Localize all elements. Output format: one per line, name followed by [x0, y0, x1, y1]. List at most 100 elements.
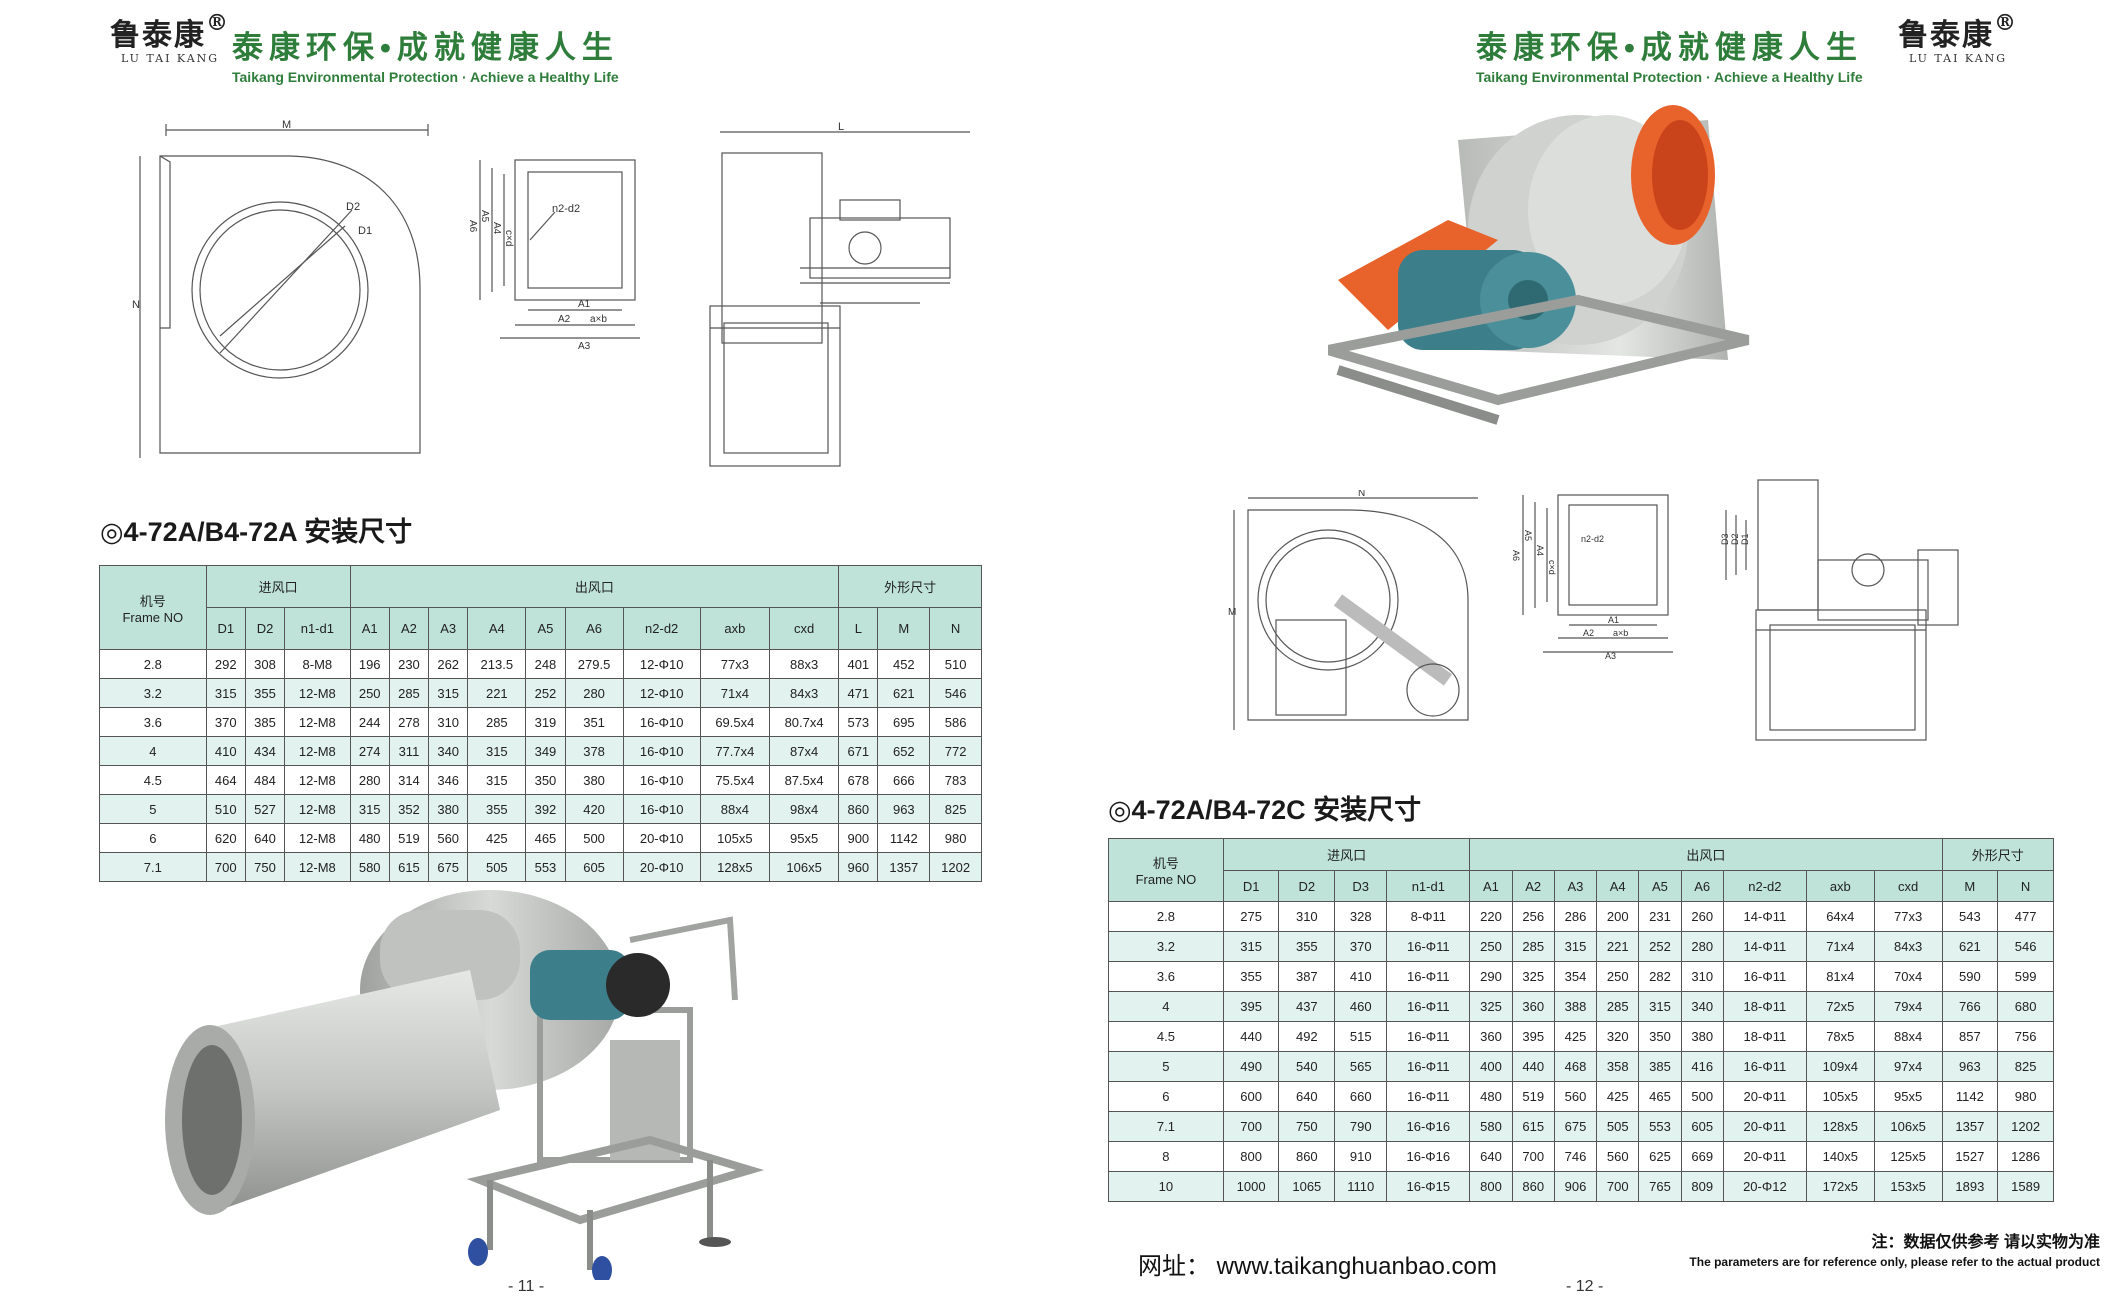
- table-cell: 471: [838, 678, 879, 708]
- table-cell: 75.5x4: [699, 765, 770, 795]
- table-cell: 388: [1553, 991, 1598, 1022]
- table-cell: 410: [1334, 961, 1388, 992]
- table-cell: 1589: [1997, 1171, 2054, 1202]
- table-cell: 20-Φ12: [1722, 1171, 1807, 1202]
- table-cell: 105x5: [699, 823, 770, 853]
- table-cell: 906: [1553, 1171, 1598, 1202]
- table-cell: 790: [1334, 1111, 1388, 1142]
- table-cell: 346: [428, 765, 469, 795]
- table-cell: 310: [1278, 901, 1336, 932]
- table-cell: 16-Φ11: [1722, 961, 1807, 992]
- table-cell: 1000: [1222, 1171, 1280, 1202]
- logo-text-right: 鲁泰康: [1898, 18, 1994, 53]
- table-cell: 700: [1596, 1171, 1640, 1202]
- table-cell: 963: [1941, 1051, 1999, 1082]
- table-cell: 354: [1553, 961, 1598, 992]
- table-cell: 440: [1511, 1051, 1555, 1082]
- column-header: D3: [1334, 870, 1388, 902]
- table-cell: 360: [1469, 1021, 1513, 1052]
- table-cell: 546: [929, 678, 982, 708]
- table-cell: 16-Φ11: [1386, 1021, 1471, 1052]
- table-cell: 315: [467, 765, 527, 795]
- table-cell: 900: [838, 823, 879, 853]
- brand-logo-right: 鲁泰康® LU TAI KANG: [1898, 10, 2018, 65]
- table-cell: 16-Φ15: [1386, 1171, 1471, 1202]
- table-cell: 505: [467, 852, 527, 882]
- table-cell: 857: [1941, 1021, 1999, 1052]
- table-cell: 340: [428, 736, 469, 766]
- column-header: A5: [1638, 870, 1682, 902]
- table-cell: 543: [1941, 901, 1999, 932]
- dim-label-l: L: [838, 121, 844, 133]
- table-cell: 400: [1469, 1051, 1513, 1082]
- table-cell: 88x4: [699, 794, 770, 824]
- table-cell: 910: [1334, 1141, 1388, 1172]
- table-cell: 765: [1638, 1171, 1682, 1202]
- table-cell: 560: [1596, 1141, 1640, 1172]
- frame-label-cn: 机号: [139, 593, 166, 609]
- table-cell: 20-Φ11: [1722, 1081, 1807, 1112]
- table-cell: 315: [428, 678, 469, 708]
- table-cell: 772: [929, 736, 982, 766]
- dim-label-axb: a×b: [590, 314, 607, 325]
- column-header: axb: [1805, 870, 1875, 902]
- column-header: A1: [349, 607, 390, 650]
- table-cell: 196: [349, 649, 390, 679]
- table-cell: 315: [1553, 931, 1598, 962]
- table-cell: 380: [1680, 1021, 1724, 1052]
- dim-label-a4-right: A4: [1535, 545, 1545, 556]
- table-cell: 599: [1997, 961, 2054, 992]
- table-cell: 580: [349, 852, 390, 882]
- table-cell: 248: [525, 649, 566, 679]
- table-cell: 1893: [1941, 1171, 1999, 1202]
- table-cell: 8-Φ11: [1386, 901, 1471, 932]
- table-cell: 586: [929, 707, 982, 737]
- dim-label-a3-right: A3: [1605, 651, 1616, 660]
- table-cell: 79x4: [1873, 991, 1943, 1022]
- table-cell: 328: [1334, 901, 1388, 932]
- table-cell: 515: [1334, 1021, 1388, 1052]
- table-cell: 16-Φ10: [622, 794, 701, 824]
- table-cell: 230: [388, 649, 430, 679]
- side-view-drawing-right: D3 D2 D1: [1720, 479, 1959, 741]
- slogan-cn: 泰康环保•成就健康人生: [232, 30, 619, 65]
- dim-label-a6: A6: [470, 220, 478, 233]
- slogan: 泰康环保•成就健康人生 Taikang Environmental Protec…: [232, 22, 619, 85]
- table-cell: 480: [1469, 1081, 1513, 1112]
- table-cell: 490: [1222, 1051, 1280, 1082]
- casing-front-drawing: M N D2 D1: [132, 119, 429, 458]
- dim-label-d2-right: D2: [1730, 533, 1740, 545]
- table-cell: 565: [1334, 1051, 1388, 1082]
- table-cell: 4.5: [99, 765, 207, 795]
- table-cell: 465: [1638, 1081, 1682, 1112]
- column-header: A1: [1469, 870, 1513, 902]
- table-cell: 80.7x4: [768, 707, 840, 737]
- table-cell: 425: [1553, 1021, 1598, 1052]
- table-cell: 825: [1997, 1051, 2054, 1082]
- table-cell: 231: [1638, 901, 1682, 932]
- table-cell: 88x4: [1873, 1021, 1943, 1052]
- table-cell: 640: [244, 823, 286, 853]
- table-cell: 77.7x4: [699, 736, 770, 766]
- table-cell: 434: [244, 736, 286, 766]
- table-cell: 81x4: [1805, 961, 1875, 992]
- table-cell: 200: [1596, 901, 1640, 932]
- table-cell: 766: [1941, 991, 1999, 1022]
- table-cell: 553: [1638, 1111, 1682, 1142]
- table-cell: 77x3: [699, 649, 770, 679]
- table-cell: 274: [349, 736, 390, 766]
- table-cell: 3.2: [99, 678, 207, 708]
- table-cell: 756: [1997, 1021, 2054, 1052]
- table-cell: 4.5: [1108, 1021, 1224, 1052]
- table-cell: 12-M8: [284, 794, 351, 824]
- group-header-overall-right: 外形尺寸: [1941, 838, 2054, 871]
- table-cell: 700: [1222, 1111, 1280, 1142]
- column-header: A3: [428, 607, 469, 650]
- table-cell: 285: [388, 678, 430, 708]
